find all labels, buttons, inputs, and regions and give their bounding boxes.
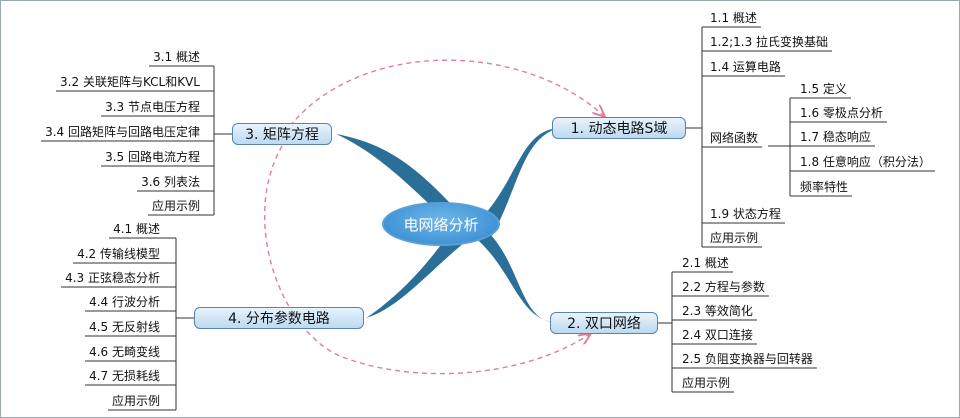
- topic-b4[interactable]: 4. 分布参数电路: [194, 307, 364, 329]
- leaf-1-9[interactable]: 1.9 状态方程: [710, 207, 781, 221]
- leaf-4-6[interactable]: 4.6 无畸变线: [89, 345, 160, 359]
- leaf-2-2[interactable]: 2.2 方程与参数: [682, 280, 765, 294]
- leaf-connectors: [41, 26, 935, 411]
- leaf-1-2[interactable]: 1.2;1.3 拉氏变换基础: [710, 35, 829, 49]
- leaf-4-3[interactable]: 4.3 正弦稳态分析: [65, 271, 160, 285]
- leaf-3-4[interactable]: 3.4 回路矩阵与回路电压定律: [45, 125, 200, 139]
- leaf-4-5[interactable]: 4.5 无反射线: [89, 320, 160, 334]
- leaf-3-5[interactable]: 3.5 回路电流方程: [105, 150, 200, 164]
- topic-b3-label: 3. 矩阵方程: [245, 127, 319, 143]
- leaf-1-example[interactable]: 应用示例: [710, 231, 759, 245]
- leaf-2-example[interactable]: 应用示例: [682, 376, 731, 390]
- central-topic[interactable]: 电网络分析: [382, 202, 500, 246]
- leaf-2-1[interactable]: 2.1 概述: [682, 256, 729, 270]
- branch-line-b1: [480, 128, 558, 236]
- leaf-2-3[interactable]: 2.3 等效简化: [682, 304, 753, 318]
- topic-b1[interactable]: 1. 动态电路S域: [552, 117, 686, 139]
- topic-b3[interactable]: 3. 矩阵方程: [232, 123, 332, 145]
- leaf-3-2[interactable]: 3.2 关联矩阵与KCL和KVL: [60, 75, 200, 89]
- topic-b1-label: 1. 动态电路S域: [570, 121, 668, 137]
- leaf-4-4[interactable]: 4.4 行波分析: [89, 295, 160, 309]
- leaf-1-4[interactable]: 1.4 运算电路: [710, 60, 781, 74]
- leaf-3-1[interactable]: 3.1 概述: [153, 50, 200, 64]
- leaf-3-3[interactable]: 3.3 节点电压方程: [105, 100, 200, 114]
- branch-line-b2: [468, 230, 552, 322]
- leaf-4-2[interactable]: 4.2 传输线模型: [77, 247, 160, 261]
- leaf-1-7[interactable]: 1.7 稳态响应: [800, 130, 871, 144]
- topic-b2-label: 2. 双口网络: [567, 316, 641, 332]
- leaf-network-function[interactable]: 网络函数: [710, 131, 759, 145]
- leaf-4-1[interactable]: 4.1 概述: [113, 222, 160, 236]
- topic-b2[interactable]: 2. 双口网络: [550, 312, 658, 334]
- leaf-2-5[interactable]: 2.5 负阻变换器与回转器: [682, 352, 813, 366]
- leaf-1-8[interactable]: 1.8 任意响应（积分法）: [800, 155, 931, 169]
- topic-b4-label: 4. 分布参数电路: [228, 311, 330, 327]
- leaf-1-1[interactable]: 1.1 概述: [710, 11, 757, 25]
- leaf-1-5[interactable]: 1.5 定义: [800, 82, 847, 96]
- relation-arrow-3-to-1: [289, 59, 604, 127]
- leaf-2-4[interactable]: 2.4 双口连接: [682, 328, 753, 342]
- leaf-3-6[interactable]: 3.6 列表法: [141, 175, 200, 189]
- relation-arrow-3-to-2: [263, 145, 590, 375]
- branch-line-b4: [366, 226, 470, 318]
- leaf-4-7[interactable]: 4.7 无损耗线: [89, 369, 160, 383]
- central-topic-label: 电网络分析: [403, 215, 479, 234]
- leaf-3-example[interactable]: 应用示例: [151, 199, 200, 213]
- leaf-4-example[interactable]: 应用示例: [111, 394, 160, 408]
- leaf-1-6[interactable]: 1.6 零极点分析: [800, 106, 883, 120]
- leaf-frequency[interactable]: 频率特性: [800, 180, 849, 194]
